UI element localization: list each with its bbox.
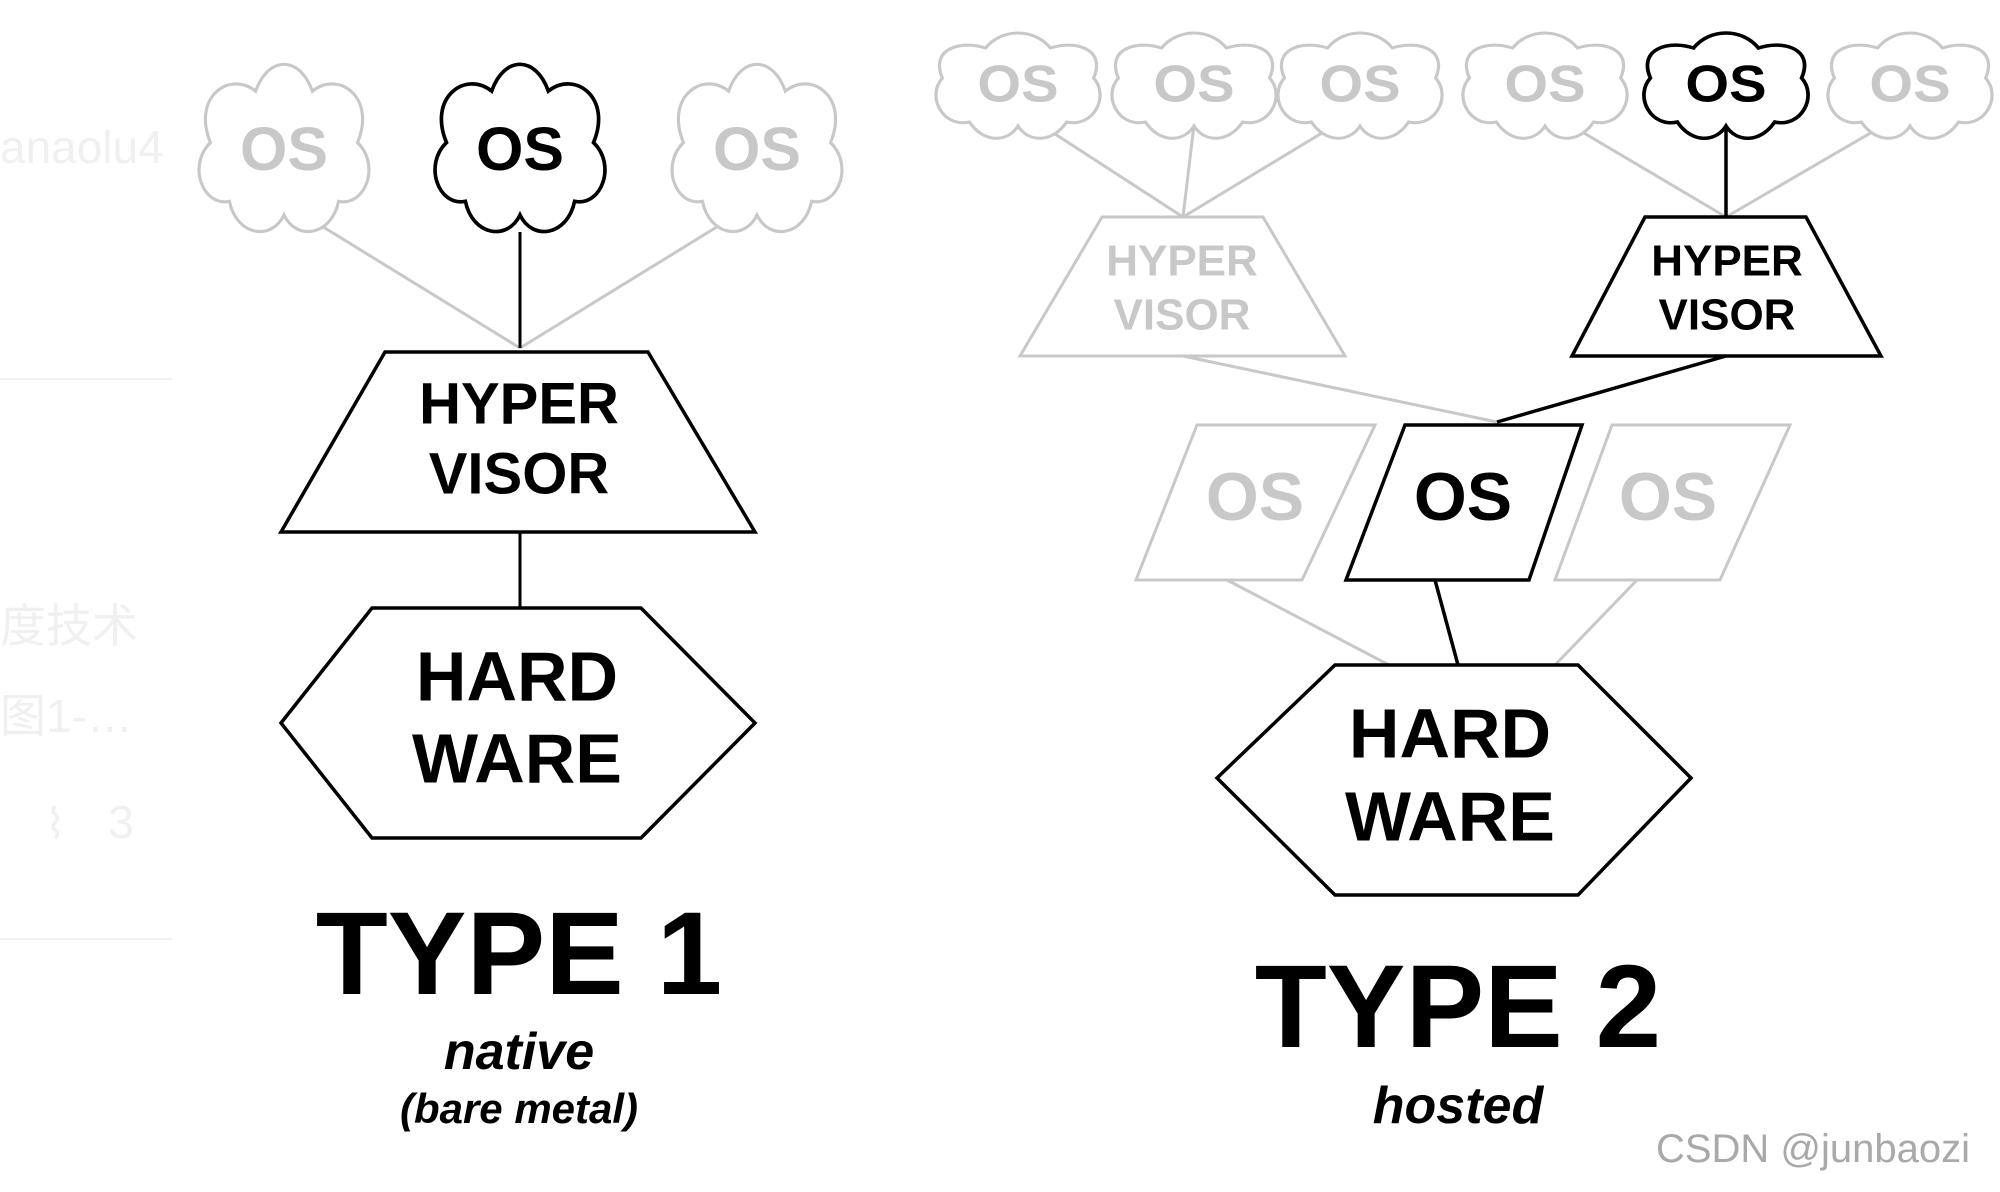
type2-host-os-right: OS [1552,423,1793,582]
type2-subtitle: hosted [1373,1077,1545,1135]
type2-hypervisor-active: HYPER VISOR [1569,215,1884,358]
type2-guest-os: OS [934,31,1102,140]
attachment-icon: ⌇ [45,800,66,847]
type1-title: TYPE 1 [316,888,723,1020]
connector-line [1433,579,1460,666]
hypervisor-label-line1: HYPER [1106,237,1258,286]
type1-connectors [319,223,721,608]
type1-guest-os-active: OS [433,62,607,234]
type2-host-os-active: OS [1343,423,1585,582]
os-label: OS [1504,56,1585,114]
hypervisor-label-line1: HYPER [419,371,619,436]
os-label: OS [1869,56,1950,114]
connector-line [1553,578,1639,667]
type2-guest-os: OS [1110,31,1278,140]
os-label: OS [1685,56,1766,114]
type2-hardware: HARD WARE [1214,663,1694,897]
type1-subtitle: native [444,1023,594,1081]
connector-line [1226,578,1390,667]
background-author-text: anaolu4 [0,121,164,173]
connector-line [1182,354,1498,424]
background-description-line1: 度技术 [0,600,138,652]
type2-connectors [1017,108,1911,667]
type2-hypervisor-inactive: HYPER VISOR [1017,215,1348,358]
connector-line [1181,124,1196,218]
type1-guest-os-right: OS [670,62,844,234]
hardware-label-line2: WARE [1345,777,1555,855]
connector-line [519,223,721,350]
hypervisor-label-line2: VISOR [1114,291,1251,340]
hypervisor-label-line2: VISOR [1659,291,1796,340]
hardware-label-line1: HARD [1349,694,1551,772]
background-description-line2: 图1-… [0,690,133,742]
background-attachment-count: ⌇ 3 [45,795,134,849]
os-label: OS [1414,459,1512,535]
type2-guest-os: OS [1826,31,1994,140]
hardware-label-line2: WARE [412,719,622,797]
os-label: OS [1206,459,1304,535]
type2-guest-os: OS [1461,31,1629,140]
os-label: OS [1319,56,1400,114]
hypervisor-label-line2: VISOR [429,441,610,506]
type1-hardware: HARD WARE [278,606,758,840]
background-divider [0,938,172,940]
connector-line [1496,354,1727,424]
type2-guest-os-active: OS [1642,31,1810,141]
type2-title: TYPE 2 [1255,941,1662,1073]
attachment-count: 3 [108,796,134,848]
os-label: OS [240,115,328,183]
os-label: OS [1619,459,1717,535]
os-label: OS [1153,56,1234,114]
background-divider [0,378,172,380]
type1-guest-os-left: OS [197,62,371,234]
type2-host-os-left: OS [1133,423,1378,582]
hypervisor-label-line1: HYPER [1651,237,1803,286]
watermark: CSDN @junbaozi [1655,1127,1970,1171]
os-label: OS [977,56,1058,114]
os-label: OS [476,115,564,183]
os-label: OS [713,115,801,183]
connector-line [319,223,521,350]
type1-hypervisor: HYPER VISOR [277,350,759,534]
type1-subtitle-secondary: (bare metal) [400,1085,638,1132]
type2-guest-os: OS [1276,31,1444,140]
hardware-label-line1: HARD [416,637,618,715]
